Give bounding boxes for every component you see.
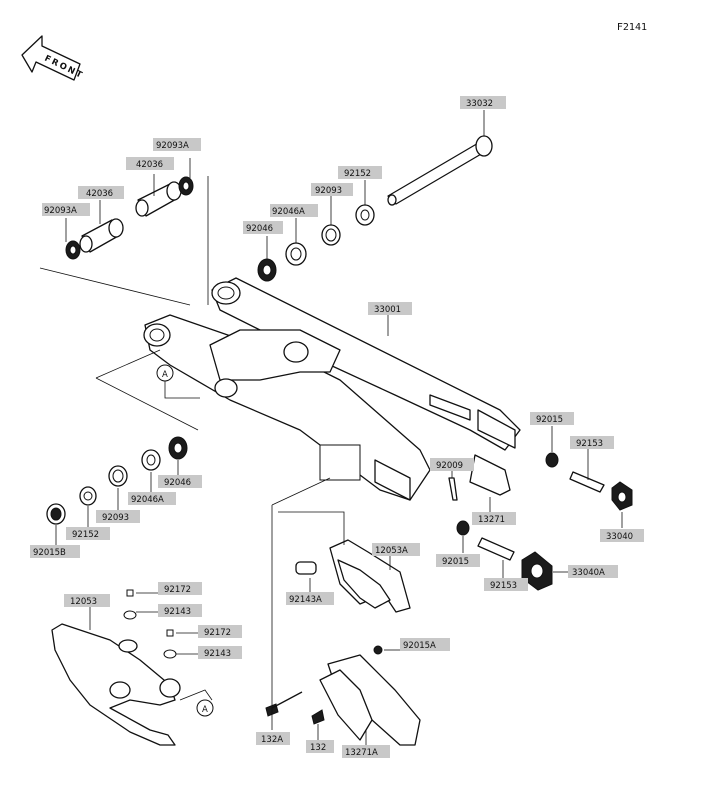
label-33032: 33032 xyxy=(466,99,493,109)
label-92046a-top: 92046A xyxy=(272,207,305,217)
label-13271: 13271 xyxy=(478,515,505,525)
lower-chain-guard xyxy=(51,589,213,746)
callout-a-upper: A xyxy=(156,364,174,382)
label-33040a: 33040A xyxy=(572,568,605,578)
chain-adjuster-parts xyxy=(448,426,633,591)
pivot-collars xyxy=(39,158,209,306)
callout-a-text: A xyxy=(162,370,168,380)
label-92046a-left: 92046A xyxy=(131,495,164,505)
label-92093a-top: 92093A xyxy=(156,141,189,151)
label-33001: 33001 xyxy=(374,305,401,315)
label-92172-a: 92172 xyxy=(164,585,191,595)
label-92093-top: 92093 xyxy=(315,186,342,196)
label-92093a-left: 92093A xyxy=(44,206,77,216)
label-42036-left: 42036 xyxy=(86,189,113,199)
pivot-bearing-set-top xyxy=(257,180,375,282)
label-92153-mid: 92153 xyxy=(490,581,517,591)
label-92015b: 92015B xyxy=(33,548,66,558)
label-92046-left: 92046 xyxy=(164,478,191,488)
label-92046-top: 92046 xyxy=(246,224,273,234)
chain-guide-assembly xyxy=(265,477,421,746)
label-13271a: 13271A xyxy=(345,748,378,758)
label-92015-right: 92015 xyxy=(536,415,563,425)
label-132: 132 xyxy=(310,743,326,753)
label-92143a: 92143A xyxy=(289,595,322,605)
pivot-bearing-set-left xyxy=(46,349,200,545)
front-arrow-icon: FRONT xyxy=(21,35,85,81)
swingarm xyxy=(143,277,521,501)
label-92172-b: 92172 xyxy=(204,628,231,638)
label-12053a: 12053A xyxy=(375,546,408,556)
label-42036-top: 42036 xyxy=(136,160,163,170)
label-12053: 12053 xyxy=(70,597,97,607)
callout-a-lower-text: A xyxy=(202,705,208,715)
label-92015a: 92015A xyxy=(403,641,436,651)
label-92153-right: 92153 xyxy=(576,439,603,449)
figure-code: F2141 xyxy=(616,22,647,33)
label-92009: 92009 xyxy=(436,461,463,471)
part-labels: 33032 92093A 42036 42036 92093A 92152 92… xyxy=(30,96,644,758)
label-92152-left: 92152 xyxy=(72,530,99,540)
label-33040: 33040 xyxy=(606,532,633,542)
label-92015-mid: 92015 xyxy=(442,557,469,567)
label-92093-left: 92093 xyxy=(102,513,129,523)
label-92143-a: 92143 xyxy=(164,607,191,617)
label-92143-b: 92143 xyxy=(204,649,231,659)
label-132a: 132A xyxy=(261,735,283,745)
swingarm-axle xyxy=(387,110,493,206)
label-92152-top: 92152 xyxy=(344,169,371,179)
callout-a-lower: A xyxy=(196,699,214,717)
